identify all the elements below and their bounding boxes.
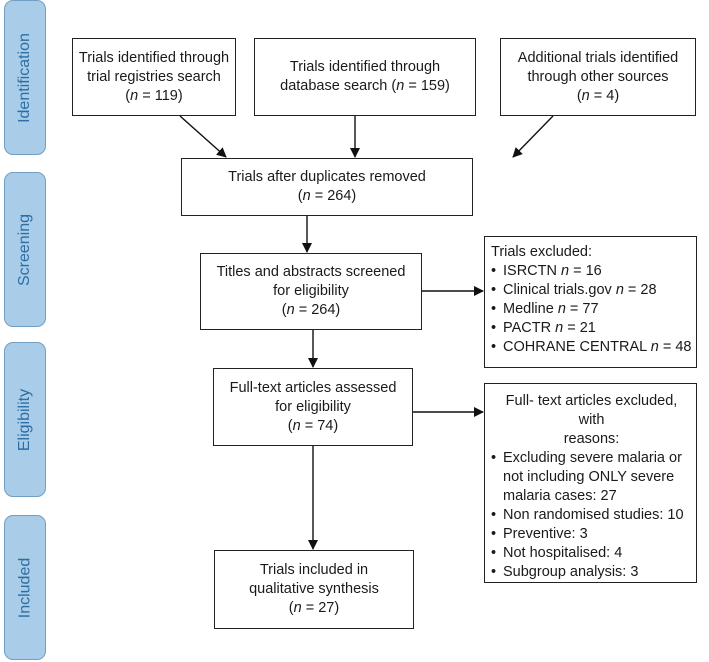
stage-label-included-text: Included — [16, 557, 33, 618]
registries-line-2: trial registries search — [87, 68, 221, 85]
database-line-2-with-count: database search (n = 159) — [280, 78, 450, 94]
stage-label-screening-text: Screening — [16, 213, 34, 286]
registries-count: (n = 119) — [125, 87, 183, 104]
stage-label-identification: Identification — [4, 0, 46, 155]
other-line-2: through other sources — [527, 68, 669, 85]
screened-count: (n = 264) — [281, 302, 341, 318]
box-fulltext-excluded: Full- text articles excluded, with reaso… — [484, 383, 697, 583]
duplicates-line-1: Trials after duplicates removed — [228, 169, 426, 185]
other-count: (n = 4) — [576, 87, 620, 104]
fulltext-line-2: for eligibility — [275, 398, 351, 415]
registries-line-1: Trials identified through — [78, 49, 230, 66]
included-line-1: Trials included in — [259, 562, 369, 578]
included-count: (n = 27) — [288, 600, 340, 616]
screened-line-1: Titles and abstracts screened — [216, 264, 406, 280]
excluded-cochrane: COHRANE CENTRAL n = 48 — [491, 338, 691, 357]
excluded-screening-list: ISRCTN n = 16 Clinical trials.gov n = 28… — [491, 262, 691, 357]
excluded-reason-not-hospitalised: Not hospitalised: 4 — [491, 544, 692, 563]
box-fulltext-assessed: Full-text articles assessed for eligibil… — [213, 368, 413, 446]
excluded-pactr: PACTR n = 21 — [491, 319, 691, 338]
arrow-registries-to-duplicates — [179, 115, 227, 158]
excluded-reason-nonrandomised: Non randomised studies: 10 — [491, 506, 692, 525]
stage-label-screening: Screening — [4, 172, 46, 327]
database-line-1: Trials identified through — [289, 59, 441, 75]
fulltext-excluded-title: Full- text articles excluded, with reaso… — [505, 393, 678, 447]
excluded-reason-preventive: Preventive: 3 — [491, 525, 692, 544]
box-trials-included: Trials included in qualitative synthesis… — [214, 550, 414, 629]
stage-label-eligibility-text: Eligibility — [16, 388, 33, 451]
screened-line-2: for eligibility — [273, 283, 349, 299]
stage-label-eligibility: Eligibility — [4, 342, 46, 497]
box-registries-search: Trials identified through trial registri… — [72, 38, 236, 116]
other-line-1: Additional trials identified — [517, 49, 679, 66]
fulltext-excluded-list: Excluding severe malaria or not includin… — [491, 449, 692, 582]
duplicates-count: (n = 264) — [297, 188, 357, 204]
box-other-sources: Additional trials identified through oth… — [500, 38, 696, 116]
excluded-reason-severe: Excluding severe malaria or not includin… — [491, 449, 692, 506]
fulltext-count: (n = 74) — [287, 417, 339, 434]
excluded-reason-subgroup: Subgroup analysis: 3 — [491, 563, 692, 582]
excluded-isrctn: ISRCTN n = 16 — [491, 262, 691, 281]
fulltext-line-1: Full-text articles assessed — [229, 379, 397, 396]
box-trials-excluded: Trials excluded: ISRCTN n = 16 Clinical … — [484, 236, 697, 368]
box-titles-abstracts-screened: Titles and abstracts screened for eligib… — [200, 253, 422, 330]
stage-label-identification-text: Identification — [16, 32, 33, 123]
included-line-2: qualitative synthesis — [249, 581, 379, 597]
box-database-search: Trials identified through database searc… — [254, 38, 476, 116]
excluded-medline: Medline n = 77 — [491, 300, 691, 319]
box-duplicates-removed: Trials after duplicates removed (n = 264… — [181, 158, 473, 216]
arrow-other-to-duplicates — [512, 115, 554, 158]
excluded-screening-title: Trials excluded: — [491, 244, 593, 260]
excluded-clinicaltrials: Clinical trials.gov n = 28 — [491, 281, 691, 300]
stage-label-included: Included — [4, 515, 46, 660]
